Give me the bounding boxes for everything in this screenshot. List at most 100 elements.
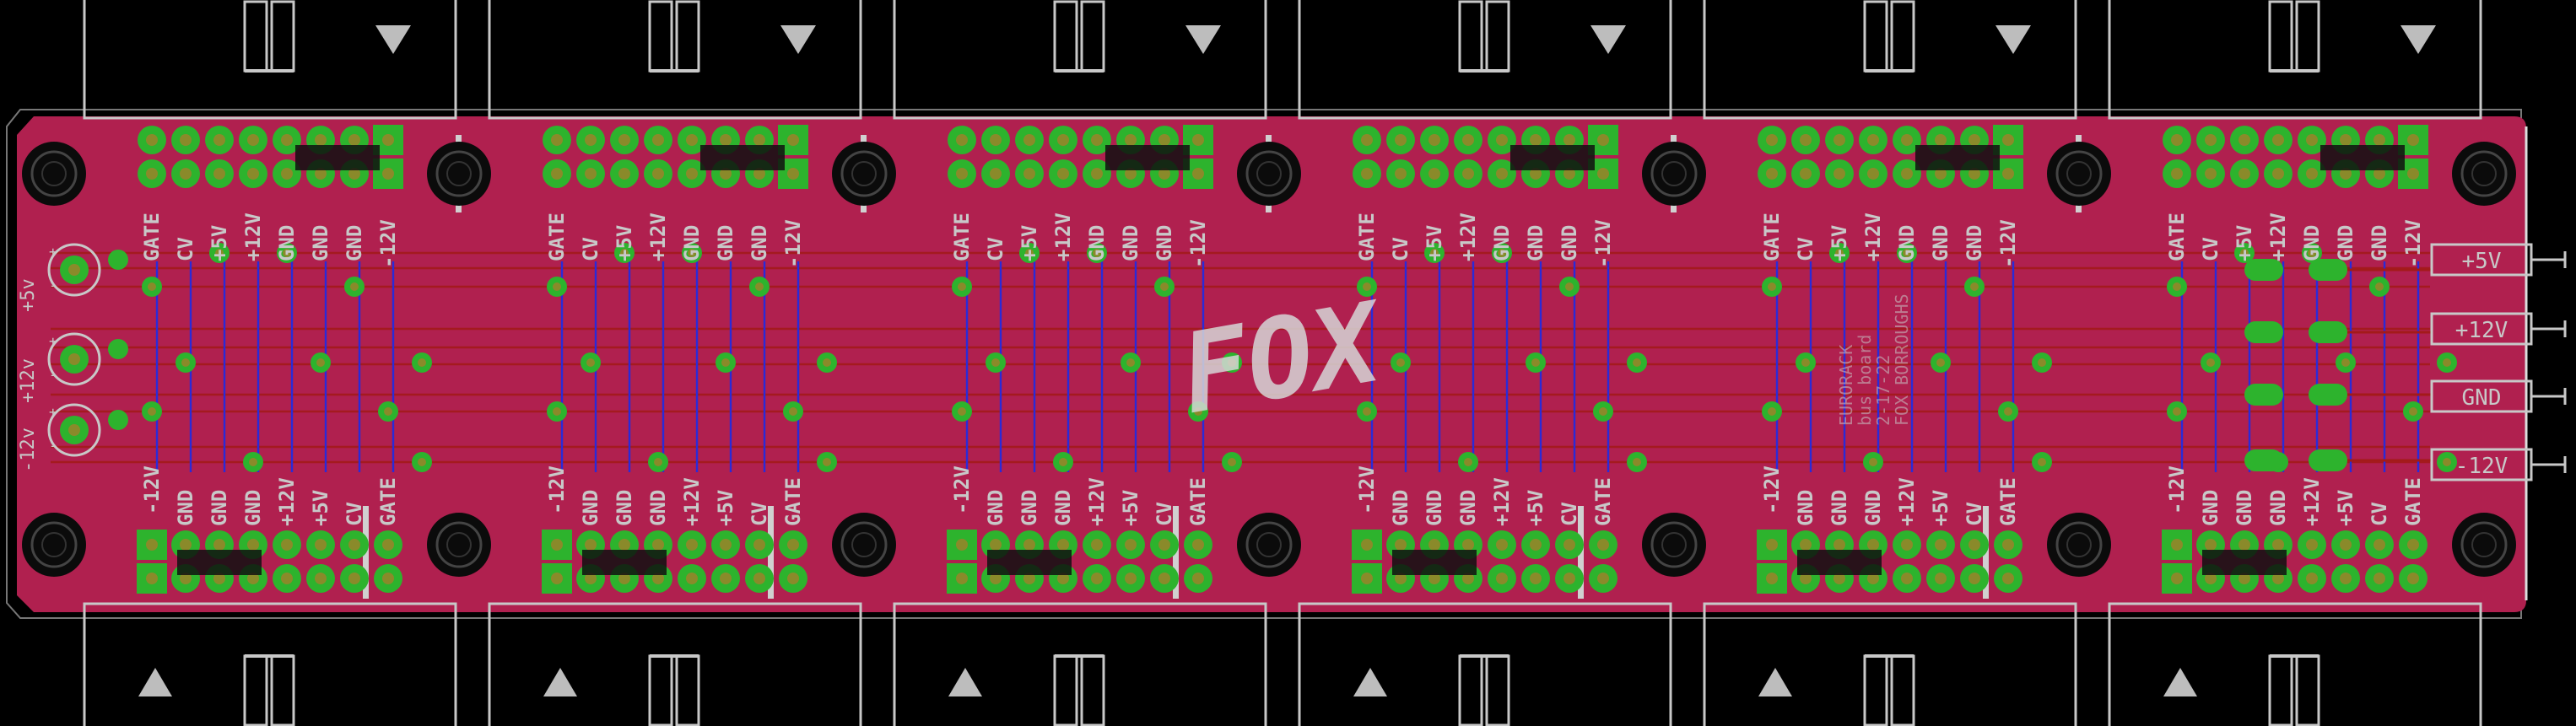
- pin-label-top: +12V: [1051, 212, 1075, 261]
- pin-label-bottom: GND: [2199, 490, 2222, 526]
- pin-drill: [1192, 539, 1204, 551]
- via: [108, 410, 128, 430]
- pin-drill: [2171, 168, 2183, 180]
- via-drill: [1093, 249, 1101, 257]
- pin-label-top: CV: [1794, 237, 1817, 261]
- header-housing-bottom: [2108, 602, 2482, 726]
- pin-drill: [1091, 573, 1103, 584]
- mounting-hole-ring: [2460, 150, 2508, 197]
- pin-drill: [1496, 134, 1508, 146]
- pin-label-bottom: GND: [579, 490, 602, 526]
- mounting-hole-ring: [1245, 150, 1293, 197]
- pin-drill: [1766, 573, 1778, 584]
- pin-drill: [1597, 573, 1609, 584]
- mounting-hole-ring: [2055, 521, 2103, 568]
- pin-drill: [551, 168, 563, 180]
- output-pad: [2309, 449, 2347, 471]
- pin-drill: [956, 168, 968, 180]
- pin-drill: [1023, 573, 1035, 584]
- polarity-mark: +: [49, 244, 57, 260]
- pin-label-bottom: GATE: [781, 477, 805, 526]
- pin-label-top: CV: [2199, 237, 2222, 261]
- pin-label-top: GATE: [1760, 212, 1784, 261]
- pin-drill: [618, 168, 630, 180]
- via-drill: [1363, 282, 1371, 291]
- pin-drill: [1023, 134, 1035, 146]
- pin-label-bottom: -12V: [140, 465, 164, 514]
- pin-label-top: +5V: [2233, 225, 2256, 261]
- key-base-bottom: [1460, 654, 1509, 658]
- via-drill: [823, 358, 831, 367]
- pin-drill: [2205, 134, 2217, 146]
- pin-label-top: CV: [579, 237, 602, 261]
- ground-pour-bottom: [1797, 550, 1882, 575]
- pin-label-top: GND: [343, 225, 366, 261]
- pin-drill: [1935, 539, 1947, 551]
- via-drill: [1363, 407, 1371, 416]
- key-base-bottom: [1055, 654, 1104, 658]
- pin-drill: [585, 539, 597, 551]
- power-jack-drill: [68, 264, 80, 276]
- output-box-m12: [2430, 448, 2533, 481]
- pin-drill: [1361, 539, 1373, 551]
- pin-drill: [753, 539, 765, 551]
- header-housing-top: [893, 0, 1267, 120]
- power-jack-outline: [47, 332, 101, 386]
- pin-drill: [146, 573, 158, 584]
- pin-drill: [2272, 573, 2284, 584]
- via-drill: [721, 358, 730, 367]
- pin-drill: [1496, 573, 1508, 584]
- pin1-marker-top-icon: [780, 25, 816, 54]
- via-drill: [2038, 358, 2046, 367]
- mounting-hole-ring: [840, 521, 888, 568]
- via-drill: [2375, 282, 2384, 291]
- key-base-top: [245, 69, 294, 73]
- pin-drill: [2306, 573, 2318, 584]
- mounting-hole-center: [1256, 532, 1282, 557]
- pin-drill: [1125, 134, 1137, 146]
- polarity-mark: -: [49, 438, 57, 454]
- pin-drill: [1867, 168, 1879, 180]
- pin-drill: [753, 573, 765, 584]
- pin-drill: [382, 168, 394, 180]
- pin-drill: [1158, 539, 1170, 551]
- key-base-bottom: [1865, 654, 1914, 658]
- output-pad: [2244, 259, 2283, 281]
- power-input-labels: +5v +12v -12v: [18, 278, 39, 472]
- via-drill: [1768, 282, 1776, 291]
- board-info: EURORACK bus board 2-17-22 FOX BORROUGHS: [1836, 293, 1912, 426]
- pin1-marker-top-icon: [1185, 25, 1221, 54]
- mounting-hole-ring: [1245, 521, 1293, 568]
- output-pad: [2244, 321, 2283, 343]
- pin-drill: [686, 573, 698, 584]
- board-info-line-3: 2-17-22: [1873, 355, 1893, 426]
- pin-drill: [990, 134, 1002, 146]
- via-drill: [620, 249, 629, 257]
- pin-label-bottom: CV: [2368, 502, 2391, 526]
- pin-label-bottom: GND: [1389, 490, 1412, 526]
- pin-drill: [382, 539, 394, 551]
- pin-label-top: -12V: [376, 219, 400, 268]
- pin-label-top: GATE: [1355, 212, 1379, 261]
- output-label-neg12v: -12V: [2455, 454, 2508, 479]
- via-drill: [2004, 407, 2012, 416]
- pin1-marker-bottom-icon: [2163, 668, 2197, 696]
- pin-label-bottom: +12V: [1490, 477, 1514, 526]
- pin-label-bottom: +12V: [275, 477, 299, 526]
- pin-label-bottom: CV: [1558, 502, 1581, 526]
- pin-drill: [1496, 539, 1508, 551]
- via-drill: [958, 407, 966, 416]
- pin-label-bottom: GND: [174, 490, 197, 526]
- pin-drill: [1462, 134, 1474, 146]
- pin-drill: [2373, 539, 2385, 551]
- polarity-mark: +: [49, 404, 57, 420]
- pin-label-top: +5V: [1018, 225, 1041, 261]
- pin-drill: [1833, 573, 1845, 584]
- via: [108, 339, 128, 359]
- pin-label-top: -12V: [1591, 219, 1615, 268]
- ground-pour-top: [1915, 145, 2000, 170]
- pin-drill: [686, 168, 698, 180]
- pin-drill: [348, 134, 360, 146]
- via-drill: [1498, 249, 1506, 257]
- pin-drill: [1833, 539, 1845, 551]
